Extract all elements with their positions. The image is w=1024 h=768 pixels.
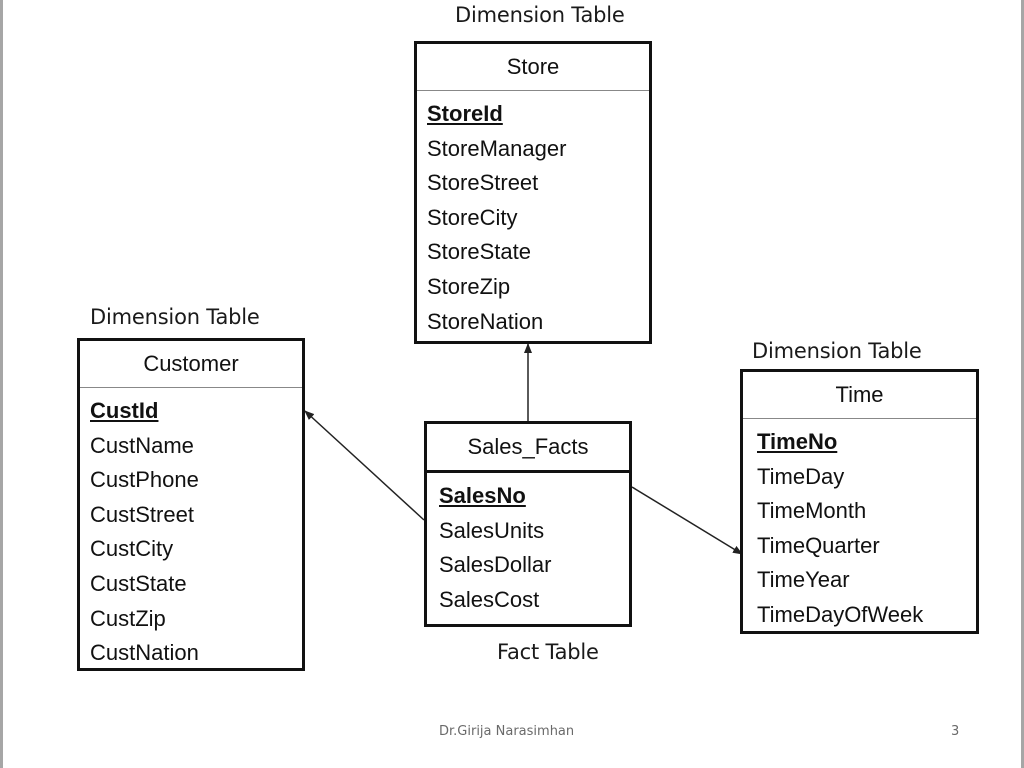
slide-border-right: [1021, 0, 1024, 768]
customer-field: CustNation: [90, 640, 199, 666]
store-field: StoreCity: [427, 204, 518, 230]
time-field: TimeMonth: [757, 498, 867, 524]
store-field-list: StoreId StoreManager StoreStreet StoreCi…: [417, 91, 649, 339]
customer-field: CustStreet: [90, 501, 194, 527]
sales-facts-field: SalesCost: [439, 586, 540, 612]
time-caption: Dimension Table: [752, 339, 922, 363]
footer-author: Dr.Girija Narasimhan: [439, 724, 575, 739]
store-field: StoreNation: [427, 308, 544, 334]
footer-page-number: 3: [951, 724, 960, 739]
sales-facts-table-title: Sales_Facts: [427, 424, 629, 473]
fact-caption: Fact Table: [497, 640, 599, 664]
sales-facts-field: SalesDollar: [439, 552, 552, 578]
time-field: TimeDayOfWeek: [757, 601, 924, 627]
sales-facts-field: SalesUnits: [439, 517, 545, 543]
customer-field-list: CustId CustName CustPhone CustStreet Cus…: [80, 388, 302, 671]
slide-border-left: [0, 0, 3, 768]
time-field-list: TimeNo TimeDay TimeMonth TimeQuarter Tim…: [743, 419, 976, 633]
store-field-primary-key: StoreId: [427, 101, 503, 126]
connector-fact-to-time: [631, 486, 743, 555]
customer-caption: Dimension Table: [90, 305, 260, 329]
time-field-primary-key: TimeNo: [757, 429, 838, 454]
customer-field: CustName: [90, 432, 194, 458]
customer-field: CustCity: [90, 536, 174, 562]
customer-field: CustState: [90, 570, 187, 596]
store-field: StoreZip: [427, 273, 511, 299]
sales-facts-field-primary-key: SalesNo: [439, 483, 526, 508]
time-table-title: Time: [743, 372, 976, 419]
sales-facts-table: Sales_Facts SalesNo SalesUnits SalesDoll…: [424, 421, 632, 627]
store-field: StoreStreet: [427, 170, 539, 196]
store-field: StoreState: [427, 239, 531, 265]
time-field: TimeDay: [757, 463, 845, 489]
time-field: TimeQuarter: [757, 532, 880, 558]
store-table: Store StoreId StoreManager StoreStreet S…: [414, 41, 652, 344]
customer-table-title: Customer: [80, 341, 302, 388]
time-table: Time TimeNo TimeDay TimeMonth TimeQuarte…: [740, 369, 979, 634]
customer-table: Customer CustId CustName CustPhone CustS…: [77, 338, 305, 671]
time-field: TimeYear: [757, 567, 850, 593]
connector-fact-to-customer: [304, 410, 425, 521]
store-table-title: Store: [417, 44, 649, 91]
sales-facts-field-list: SalesNo SalesUnits SalesDollar SalesCost: [427, 473, 629, 617]
customer-field-primary-key: CustId: [90, 398, 159, 423]
customer-field: CustPhone: [90, 467, 199, 493]
store-caption: Dimension Table: [455, 3, 625, 27]
store-field: StoreManager: [427, 135, 567, 161]
customer-field: CustZip: [90, 605, 166, 631]
